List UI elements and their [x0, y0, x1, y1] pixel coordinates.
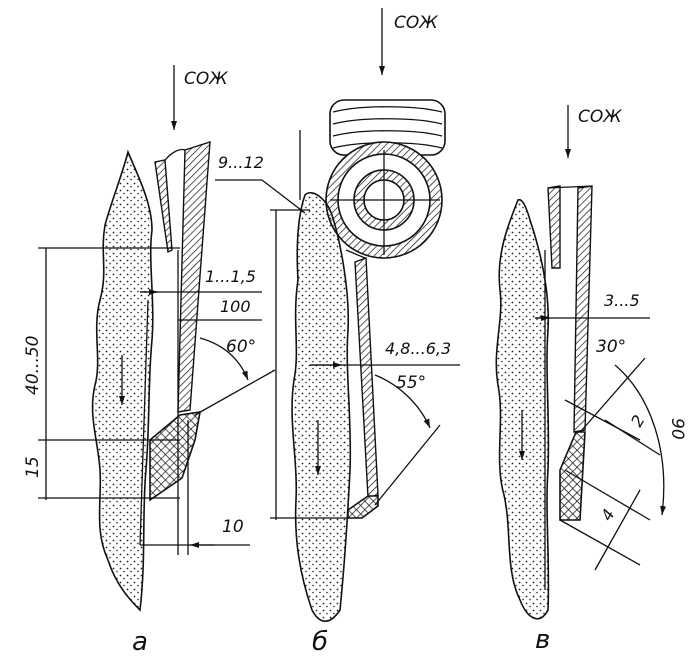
ref-ray-2-c: [564, 399, 641, 441]
nozzle-body-a: [177, 141, 211, 413]
dim-height-upper-a: 40...50: [23, 336, 43, 395]
nozzle-wall-a: [154, 159, 173, 254]
panel-a: СОЖ 40...50 15 1...1,5 100 60° 10 а: [23, 65, 276, 657]
panel-b: СОЖ 9...12 4,8...6,3 55° б: [215, 8, 460, 657]
nozzle-tip-b: [347, 495, 379, 519]
dim-gap-a: 1...1,5: [205, 267, 256, 286]
leader-top-diag-b: [261, 179, 306, 214]
dim-4-c: 4: [597, 506, 619, 524]
dim-2-c: 2: [627, 412, 649, 430]
grinding-wheel-c: [495, 198, 550, 620]
nozzle-tip-a: [149, 411, 201, 502]
caption-b: б: [312, 627, 328, 657]
wheel-edge-line-a: [139, 299, 149, 546]
dim-top-offset-b: 9...12: [218, 153, 264, 172]
ref-ray-1-c: [581, 357, 646, 431]
dim-angle-a: 60°: [226, 337, 256, 357]
dim-angle-large-c: 90: [667, 418, 687, 440]
coolant-label-c: СОЖ: [578, 107, 622, 127]
grinding-wheel-a: [91, 149, 154, 612]
nozzle-neck-b: [345, 249, 366, 259]
dim-length-a: 100: [220, 297, 251, 316]
nozzle-wall-c: [547, 185, 561, 269]
caption-c: в: [535, 625, 550, 655]
nozzle-tip-c: [559, 431, 586, 521]
dim-gap-c: 3...5: [604, 291, 640, 310]
dim-bottom-a: 10: [222, 517, 244, 537]
dim-gap-b: 4,8...6,3: [385, 339, 451, 358]
dim-angle-b: 55°: [396, 373, 426, 393]
nozzle-body-c: [573, 185, 593, 433]
ref-ray-3-c: [564, 469, 651, 521]
dim-angle-small-c: 30°: [596, 337, 626, 357]
corrugated-hose-b: [329, 99, 446, 156]
nozzle-top-c: [547, 185, 593, 189]
coolant-label-a: СОЖ: [184, 69, 228, 89]
angle-ray-b: [374, 424, 441, 506]
dim-2-line-c: [604, 419, 661, 456]
angle-arc-a: [199, 337, 249, 381]
coolant-label-b: СОЖ: [394, 13, 438, 33]
panel-c: СОЖ 3...5 30° 90 2 4 в: [495, 105, 687, 655]
angle-arc-b: [374, 374, 431, 429]
angle-arc-c: [614, 364, 667, 516]
angle-ray-a: [194, 369, 276, 416]
nozzle-body-b: [354, 257, 379, 498]
grinding-wheel-b: [291, 191, 352, 623]
dim-4-line-c: [594, 489, 641, 571]
nozzle-top-a: [164, 148, 186, 161]
dim-height-lower-a: 15: [23, 456, 43, 478]
caption-a: а: [132, 627, 148, 657]
ref-ray-4-c: [559, 519, 641, 566]
